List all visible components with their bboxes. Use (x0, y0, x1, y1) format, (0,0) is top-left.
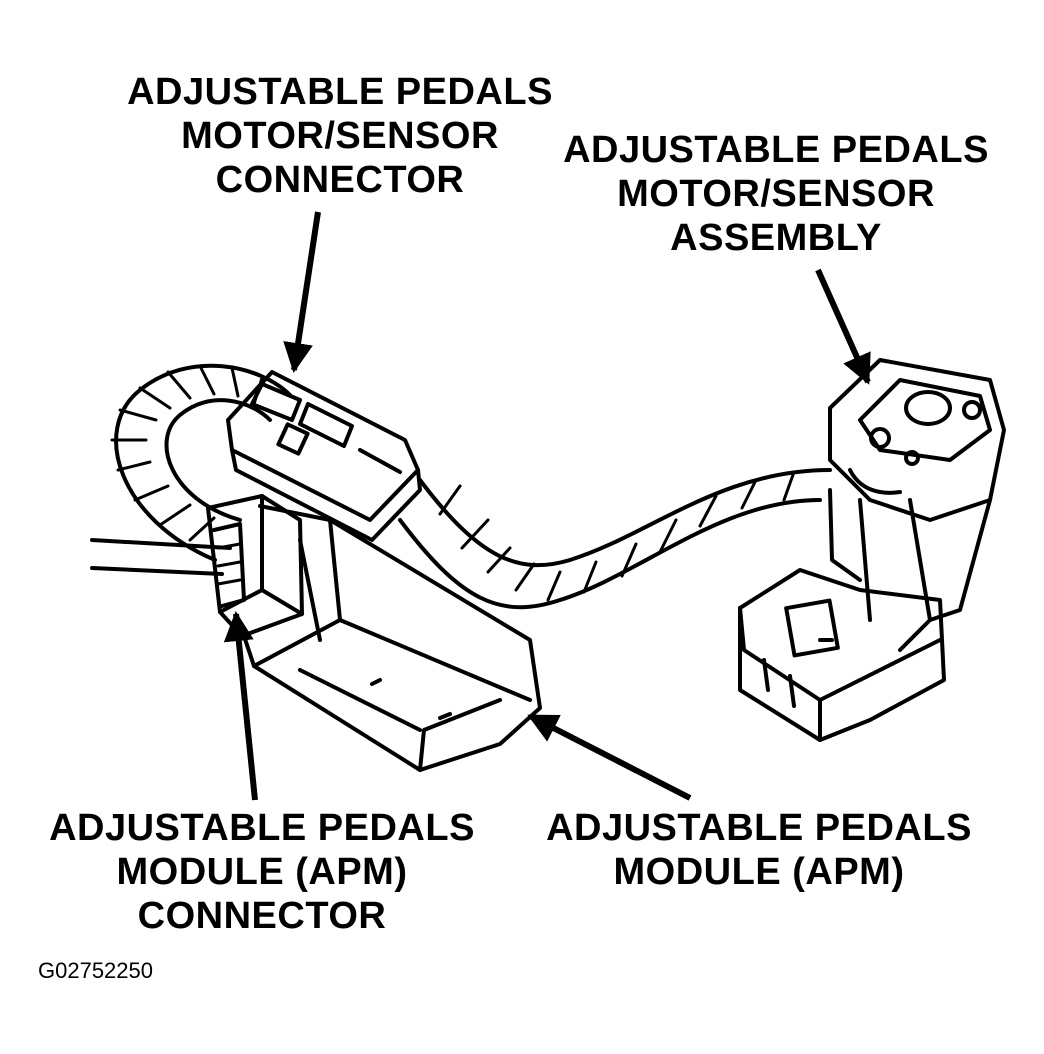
left-wire-bundle (90, 538, 232, 576)
figure-id: G02752250 (38, 958, 153, 983)
label-apm: ADJUSTABLE PEDALS MODULE (APM) (546, 807, 972, 893)
arrow-apm (527, 713, 692, 801)
label-motor-sensor-connector: ADJUSTABLE PEDALS MOTOR/SENSOR CONNECTOR (127, 71, 553, 201)
main-harness (398, 468, 832, 610)
motor-sensor-assembly-shape (738, 358, 1006, 742)
motor-sensor-connector-shape (226, 370, 422, 542)
apm-module-shape (242, 504, 542, 772)
arrow-motor-sensor-connector (283, 211, 321, 373)
apm-connector-shape (206, 494, 304, 638)
arrow-motor-sensor-assembly (815, 268, 871, 385)
label-apm-connector: ADJUSTABLE PEDALS MODULE (APM) CONNECTOR (49, 807, 475, 937)
label-motor-sensor-assembly: ADJUSTABLE PEDALS MOTOR/SENSOR ASSEMBLY (563, 129, 989, 259)
arrow-apm-connector (223, 611, 258, 801)
